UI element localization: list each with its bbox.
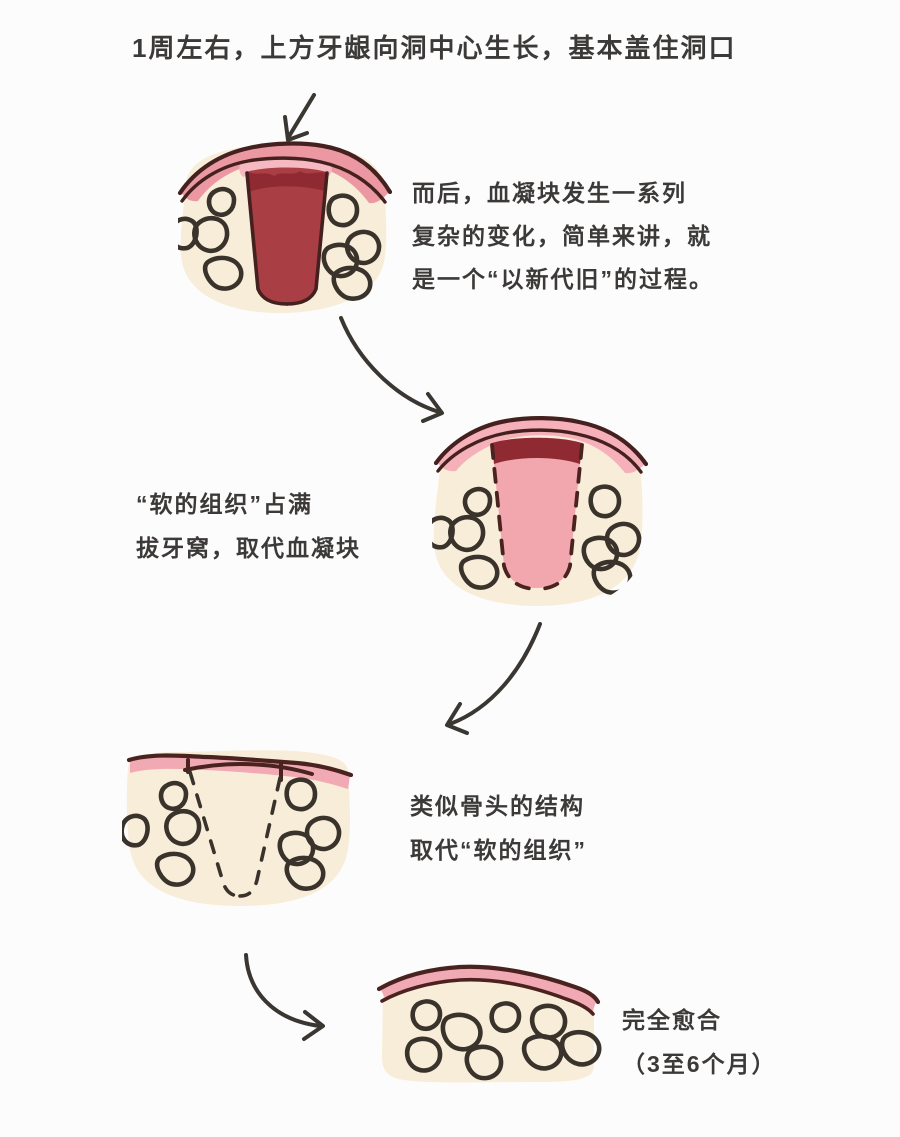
alveolar-bone-shape bbox=[180, 144, 387, 314]
alveolar-bone-shape bbox=[433, 426, 643, 606]
socket-outline-left-dashed bbox=[490, 443, 539, 591]
gingiva-band-thin bbox=[130, 756, 350, 789]
page-title: 1周左右，上方牙龈向洞中心生长，基本盖住洞口 bbox=[132, 33, 737, 63]
arrow-stage1-to-stage2 bbox=[339, 316, 444, 423]
gingiva-inner-edge bbox=[239, 157, 332, 177]
soft-tissue-fill bbox=[492, 438, 582, 588]
stage-1-note: 而后，血凝块发生一系列 复杂的变化，简单来讲，就 是一个“以新代旧”的过程。 bbox=[412, 180, 714, 292]
stage-4-healed-diagram bbox=[376, 964, 602, 1083]
gingiva-outline-top bbox=[126, 753, 354, 778]
gingiva-outline-top bbox=[376, 964, 601, 1005]
alveolar-bone-shape bbox=[126, 750, 350, 906]
former-socket-outline-left bbox=[188, 770, 242, 898]
socket-outline-right bbox=[285, 171, 329, 306]
gingiva-band bbox=[380, 967, 596, 1013]
bone-marrow-cavities bbox=[404, 999, 602, 1081]
former-socket-outline-right bbox=[238, 776, 282, 898]
arrow-pointer-title bbox=[283, 93, 316, 142]
gingiva-outline-notch bbox=[183, 761, 314, 776]
blood-clot-crown bbox=[247, 171, 327, 192]
gingiva-band bbox=[181, 144, 389, 204]
gingiva-outline-top bbox=[433, 416, 649, 467]
socket-outline-right-dashed bbox=[535, 443, 584, 591]
gingiva-outline-bottom bbox=[380, 977, 595, 1016]
stage-4-note: 完全愈合 （3至6个月） bbox=[622, 1007, 777, 1077]
socket-outline-left bbox=[245, 171, 289, 306]
gingiva-outline-bottom bbox=[436, 428, 643, 474]
arrow-stage3-to-stage4 bbox=[244, 953, 325, 1041]
stage-2-soft-tissue-diagram bbox=[432, 416, 649, 606]
alveolar-bone-shape bbox=[382, 973, 594, 1083]
stage-3-bone-like-diagram bbox=[122, 750, 354, 906]
arrow-stage2-to-stage3 bbox=[445, 622, 542, 735]
bone-marrow-cavities bbox=[122, 777, 342, 891]
gingiva-band bbox=[437, 419, 645, 474]
bone-marrow-cavities bbox=[178, 186, 382, 301]
gingiva-outline-bottom bbox=[180, 156, 387, 204]
bone-marrow-cavities bbox=[432, 484, 642, 595]
stage-1-blood-clot-diagram bbox=[177, 141, 393, 314]
gingiva-outline-top bbox=[177, 141, 393, 196]
stage-2-note: “软的组织”占满 拔牙窝，取代血凝块 bbox=[136, 491, 361, 561]
blood-clot bbox=[246, 167, 327, 303]
stage-3-note: 类似骨头的结构 取代“软的组织” bbox=[410, 793, 587, 863]
blood-clot-remnant bbox=[492, 437, 582, 464]
